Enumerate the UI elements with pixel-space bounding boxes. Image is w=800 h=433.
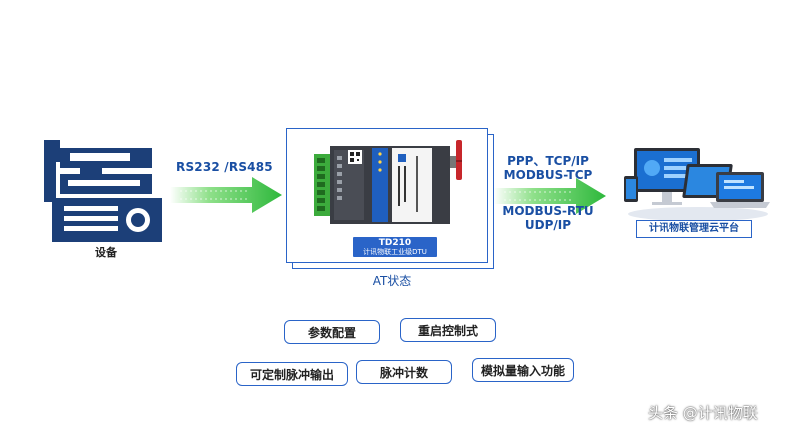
at-mode-label: AT状态 <box>372 274 412 288</box>
feature-analog-input: 模拟量输入功能 <box>472 358 574 382</box>
dtu-model-text: TD210 <box>378 238 412 248</box>
cloud-platform-image <box>624 148 770 221</box>
serial-protocol-label: RS232 /RS485 <box>176 160 273 174</box>
arrow-right-icon <box>170 177 282 213</box>
feature-restart-control: 重启控制式 <box>400 318 496 342</box>
feature-parameter-config: 参数配置 <box>284 320 380 344</box>
network-protocol-4: UDP/IP <box>524 218 572 232</box>
dtu-device-image <box>314 140 462 224</box>
network-protocol-3: MODBUS-RTU <box>502 204 594 218</box>
network-protocol-1: PPP、TCP/IP <box>507 154 589 168</box>
dtu-model-badge: TD210 计讯物联工业级DTU <box>353 237 437 257</box>
watermark: 头条 @计讯物联 <box>648 404 758 422</box>
device-label: 设备 <box>95 246 117 259</box>
arrow-right-icon <box>494 178 606 214</box>
dtu-description-text: 计讯物联工业级DTU <box>363 248 427 256</box>
feature-pulse-count: 脉冲计数 <box>356 360 452 384</box>
cloud-platform-label: 计讯物联管理云平台 <box>636 220 752 238</box>
network-protocol-2: MODBUS-TCP <box>503 168 593 182</box>
feature-custom-pulse-output: 可定制脉冲输出 <box>236 362 348 386</box>
industrial-device-icon <box>44 140 162 242</box>
